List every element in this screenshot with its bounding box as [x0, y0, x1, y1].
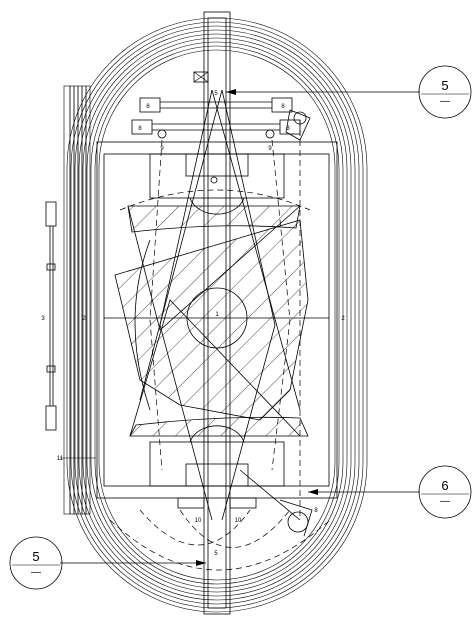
label-jump-left: 10	[195, 518, 202, 524]
track-lane	[98, 49, 336, 581]
section-mark-number: 5	[441, 78, 448, 93]
section-mark-top-right: 5 —	[418, 65, 472, 119]
label-pit-right: 9	[268, 146, 272, 152]
section-mark-sub: —	[31, 567, 41, 578]
center-runway	[193, 11, 231, 615]
track-lane	[90, 41, 344, 589]
section-mark-number: 5	[32, 549, 39, 564]
track-lane	[78, 29, 356, 601]
label-stand: 3	[41, 316, 45, 322]
left-side-strips	[63, 85, 91, 515]
top-fixtures	[131, 97, 311, 141]
running-track-lanes	[66, 17, 368, 613]
section-mark-sub: —	[440, 96, 450, 107]
track-lane	[66, 17, 368, 613]
track-lane	[74, 25, 360, 605]
label-side-left: 2	[82, 316, 86, 322]
label-pit-left: 9	[160, 146, 164, 152]
bottom-jump-boxes	[177, 497, 257, 509]
label-jump-right: 10	[235, 518, 242, 524]
label-field-center: 1	[215, 312, 219, 318]
section-mark-number: 6	[441, 478, 448, 493]
track-lane	[70, 21, 364, 609]
left-stand	[45, 201, 57, 431]
leader-lines	[60, 89, 420, 566]
light-beams	[139, 89, 301, 521]
label-stairs: 11	[57, 456, 64, 462]
stage-sectors	[114, 205, 309, 437]
track-lane	[86, 37, 348, 593]
label-fixture-d: 8	[286, 126, 290, 132]
label-side-right: 2	[341, 316, 345, 322]
label-fixture-a: 8	[146, 104, 150, 110]
label-fixture-c: 8	[138, 126, 142, 132]
drawing-labels: 1 2 2 3 5 5 8 8 8 8 9 9 10 10 11 8	[41, 91, 345, 557]
label-corner-bottom: 8	[314, 508, 318, 514]
label-fixture-b: 8	[281, 104, 285, 110]
section-mark-sub: —	[440, 496, 450, 507]
section-mark-bottom-left: 5 —	[9, 536, 63, 590]
track-lane	[82, 33, 352, 597]
dashed-light-paths	[109, 120, 331, 571]
label-box-bottom: 5	[214, 551, 218, 557]
section-mark-bottom-right: 6 —	[418, 465, 472, 519]
label-box-top: 5	[214, 91, 218, 97]
bottom-right-fixture	[239, 469, 313, 537]
